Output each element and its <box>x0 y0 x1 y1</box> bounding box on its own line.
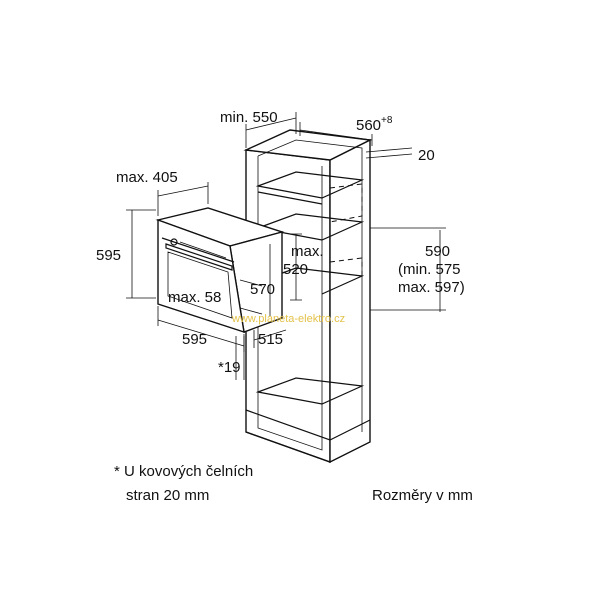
label-oven-inner-height: 570 <box>250 281 275 298</box>
label-vent-max: max. <box>291 243 324 260</box>
label-top-gap: 20 <box>418 147 435 164</box>
oven-door-window <box>167 251 233 319</box>
label-vent-value: 520 <box>283 261 308 278</box>
label-cabinet-depth: min. 550 <box>220 109 278 126</box>
oven <box>155 207 285 334</box>
label-cabinet-width-base: 560 <box>356 117 381 134</box>
label-niche-min: (min. 575 <box>398 261 461 278</box>
cabinet-upper-shelf <box>255 171 365 199</box>
cabinet-right-side <box>329 138 371 464</box>
watermark: www.planeta-elektro.cz <box>231 313 345 325</box>
label-handle-depth: max. 58 <box>168 289 221 306</box>
oven-knob <box>170 238 178 246</box>
cabinet-oven-shelf <box>255 213 365 241</box>
label-oven-height: 595 <box>96 247 121 264</box>
label-oven-width: 595 <box>182 331 207 348</box>
label-oven-inner-width: 515 <box>258 331 283 348</box>
dimension-lines <box>126 112 446 380</box>
label-cabinet-width-sup: +8 <box>381 115 393 126</box>
note-line-2: stran 20 mm <box>126 487 209 504</box>
oven-handle <box>165 243 233 271</box>
cabinet-bottom-shelf <box>255 377 365 405</box>
label-niche-max: max. 597) <box>398 279 465 296</box>
cabinet-hidden-edge <box>329 183 363 223</box>
label-front-gap: *19 <box>218 359 241 376</box>
note-line-1: * U kovových čelních <box>114 463 253 480</box>
label-niche-height: 590 <box>425 243 450 260</box>
units-note: Rozměry v mm <box>372 487 473 504</box>
oven-control-panel <box>161 237 235 263</box>
label-oven-depth: max. 405 <box>116 169 178 186</box>
label-cabinet-width: 560+8 <box>356 115 393 134</box>
